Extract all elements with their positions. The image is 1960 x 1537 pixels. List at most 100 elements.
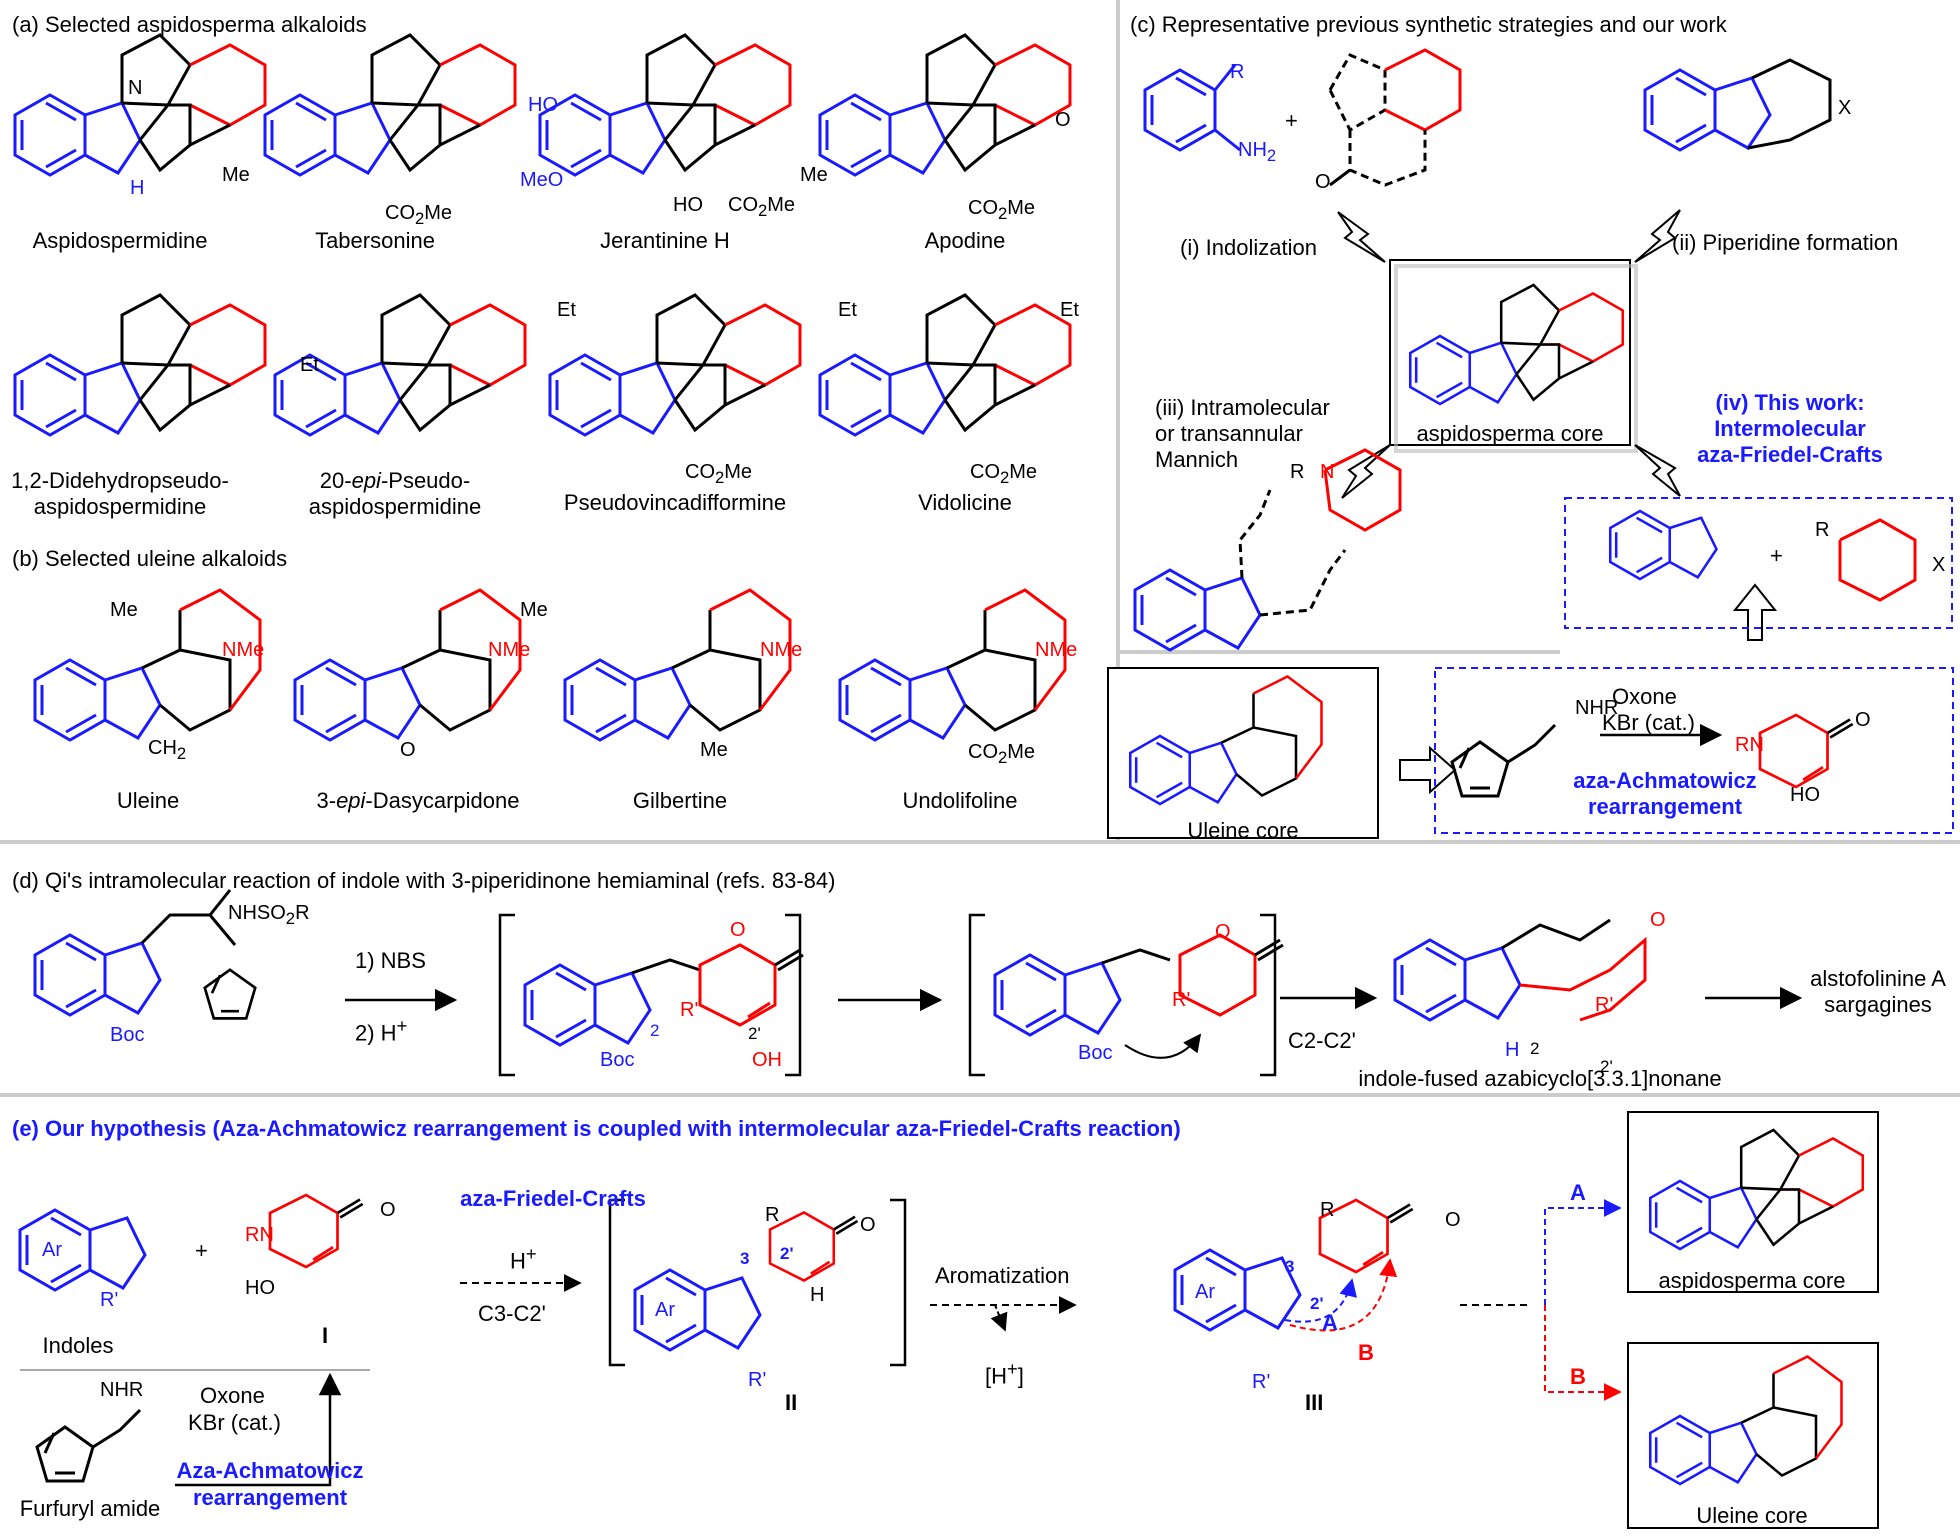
- atom-r-mannich: R: [1290, 461, 1305, 483]
- label-piperidine: (ii) Piperidine formation: [1672, 230, 1899, 255]
- plus-iv: +: [1770, 543, 1783, 568]
- panel-b-title: (b) Selected uleine alkaloids: [12, 546, 288, 571]
- name-epi-pseudo-1: 20-epi-Pseudo-: [319, 468, 471, 493]
- name-gilbertine: Gilbertine: [632, 788, 728, 813]
- uleine-core-box: [1107, 667, 1379, 839]
- hollow-arrows: [1337, 209, 1778, 795]
- reagent-e-2: KBr (cat.): [188, 1410, 281, 1435]
- atom-r-c: R: [1230, 61, 1245, 83]
- rxn-e-1: Aza-Achmatowicz: [176, 1458, 364, 1483]
- step-d-2: 2) H+: [355, 1015, 408, 1046]
- struct-furfurylamine-c: [1450, 723, 1557, 798]
- atom-o-c: O: [1315, 171, 1331, 193]
- atom-nhso2r: NHSO2R: [228, 902, 310, 928]
- atom-x-iv: X: [1932, 554, 1946, 576]
- num-3-e1: 3: [740, 1249, 750, 1268]
- path-A: [1544, 1199, 1622, 1305]
- name-apodine: Apodine: [924, 228, 1006, 253]
- label-proton: [H+]: [985, 1358, 1024, 1389]
- struct-pseudovinca: [550, 295, 800, 435]
- struct-jerantinine: [540, 35, 790, 175]
- atom-rn-c: RN: [1735, 734, 1764, 756]
- atom-boc-d3: Boc: [1078, 1042, 1113, 1064]
- panel-d-title: (d) Qi's intramolecular reaction of indo…: [12, 868, 836, 893]
- struct-dasycarpidone: [295, 590, 520, 740]
- atom-h-d: H: [1505, 1039, 1520, 1061]
- reagent-c-1: Oxone: [1612, 684, 1677, 709]
- bracket-e: [608, 1198, 907, 1367]
- atom-me-2: Me: [800, 164, 828, 186]
- atom-et-3: Et: [838, 299, 857, 321]
- atom-rp-d1: R': [680, 999, 699, 1021]
- atom-me: Me: [222, 164, 250, 186]
- atom-ar-e3: Ar: [1195, 1281, 1215, 1303]
- atom-ar-e1: Ar: [42, 1239, 62, 1261]
- struct-d-product: [1393, 918, 1647, 1022]
- struct-undolifoline: [840, 590, 1065, 740]
- aspido-core-box-e: [1627, 1111, 1879, 1293]
- atom-ho-c: HO: [1790, 784, 1820, 806]
- path-label-B1: B: [1358, 1340, 1374, 1365]
- label-indoles: Indoles: [42, 1333, 114, 1358]
- caption-d: indole-fused azabicyclo[3.3.1]nonane: [1358, 1066, 1722, 1091]
- atom-o-b: O: [400, 739, 416, 761]
- atom-meo: MeO: [520, 169, 564, 191]
- atom-me-b3: Me: [700, 739, 728, 761]
- bracket-d-1: [498, 913, 802, 1077]
- label-furfuryl: Furfuryl amide: [19, 1496, 161, 1521]
- name-uleine: Uleine: [116, 788, 180, 813]
- atom-o-apodine: O: [1055, 109, 1071, 131]
- atom-r-iv: R: [1815, 519, 1830, 541]
- atom-nhr-c: NHR: [1575, 697, 1619, 719]
- atom-nme-1: NMe: [222, 639, 265, 661]
- num-3-e2: 3: [1285, 1257, 1295, 1276]
- atom-h-e: H: [810, 1284, 825, 1306]
- atom-r-e3: R: [1320, 1199, 1335, 1221]
- atom-me-b1: Me: [110, 599, 138, 621]
- num-2p-d2: 2': [1600, 1057, 1613, 1076]
- struct-iminium-iv: [1838, 518, 1917, 602]
- acid-e: H+: [510, 1243, 537, 1274]
- label-aspido-core-e: aspidosperma core: [1658, 1268, 1846, 1293]
- struct-indole-iv: [1608, 509, 1718, 581]
- atom-rp-e2: R': [748, 1369, 767, 1391]
- rxn-c-2: rearrangement: [1587, 794, 1743, 819]
- name-epi-pseudo-2: aspidospermidine: [308, 494, 482, 519]
- atom-n-mannich: N: [1320, 461, 1335, 483]
- label-uleine-core-e: Uleine core: [1696, 1503, 1808, 1528]
- plus-c: +: [1285, 108, 1298, 133]
- label-this-work-2: Intermolecular: [1714, 416, 1866, 441]
- atom-rp-d3: R': [1595, 994, 1614, 1016]
- struct-e-III: [1173, 1248, 1398, 1332]
- panel-a-title: (a) Selected aspidosperma alkaloids: [12, 12, 367, 37]
- atom-rp-e3: R': [1252, 1371, 1271, 1393]
- label-this-work-1: (iv) This work:: [1715, 390, 1865, 415]
- label-afc: aza-Friedel-Crafts: [460, 1186, 646, 1211]
- achmatowicz-box: [1434, 667, 1954, 834]
- label-uleine-core-c: Uleine core: [1187, 818, 1299, 843]
- num-2p-e2: 2': [1310, 1294, 1324, 1313]
- reagent-c-2: KBr (cat.): [1602, 710, 1695, 735]
- plus-e: +: [195, 1238, 208, 1263]
- aspido-core-box: [1389, 259, 1631, 446]
- atom-o-d3: O: [1650, 909, 1666, 931]
- struct-uleine-core-e: [1650, 1357, 1841, 1485]
- struct-gilbertine: [565, 590, 790, 740]
- atom-o-e3: O: [1445, 1209, 1461, 1231]
- struct-tabersonine: [265, 35, 515, 175]
- struct-didehydro: [15, 295, 265, 435]
- reagent-e-1: Oxone: [200, 1383, 265, 1408]
- struct-d-int1: [523, 958, 701, 1047]
- atom-nme-4: NMe: [1035, 639, 1078, 661]
- atom-ch2: CH2: [148, 737, 187, 763]
- atom-x-c: X: [1838, 97, 1852, 119]
- rxn-e-2: rearrangement: [192, 1485, 348, 1510]
- atom-o-c2: O: [1855, 709, 1871, 731]
- this-work-box: [1564, 497, 1953, 629]
- atom-nme-2: NMe: [488, 639, 531, 661]
- atom-boc-d1: Boc: [110, 1024, 145, 1046]
- atom-me-b2: Me: [520, 599, 548, 621]
- label-mannich-1: (iii) Intramolecular: [1155, 395, 1330, 420]
- atom-rp-d2: R': [1172, 989, 1191, 1011]
- struct-pipone-c: [1758, 713, 1855, 789]
